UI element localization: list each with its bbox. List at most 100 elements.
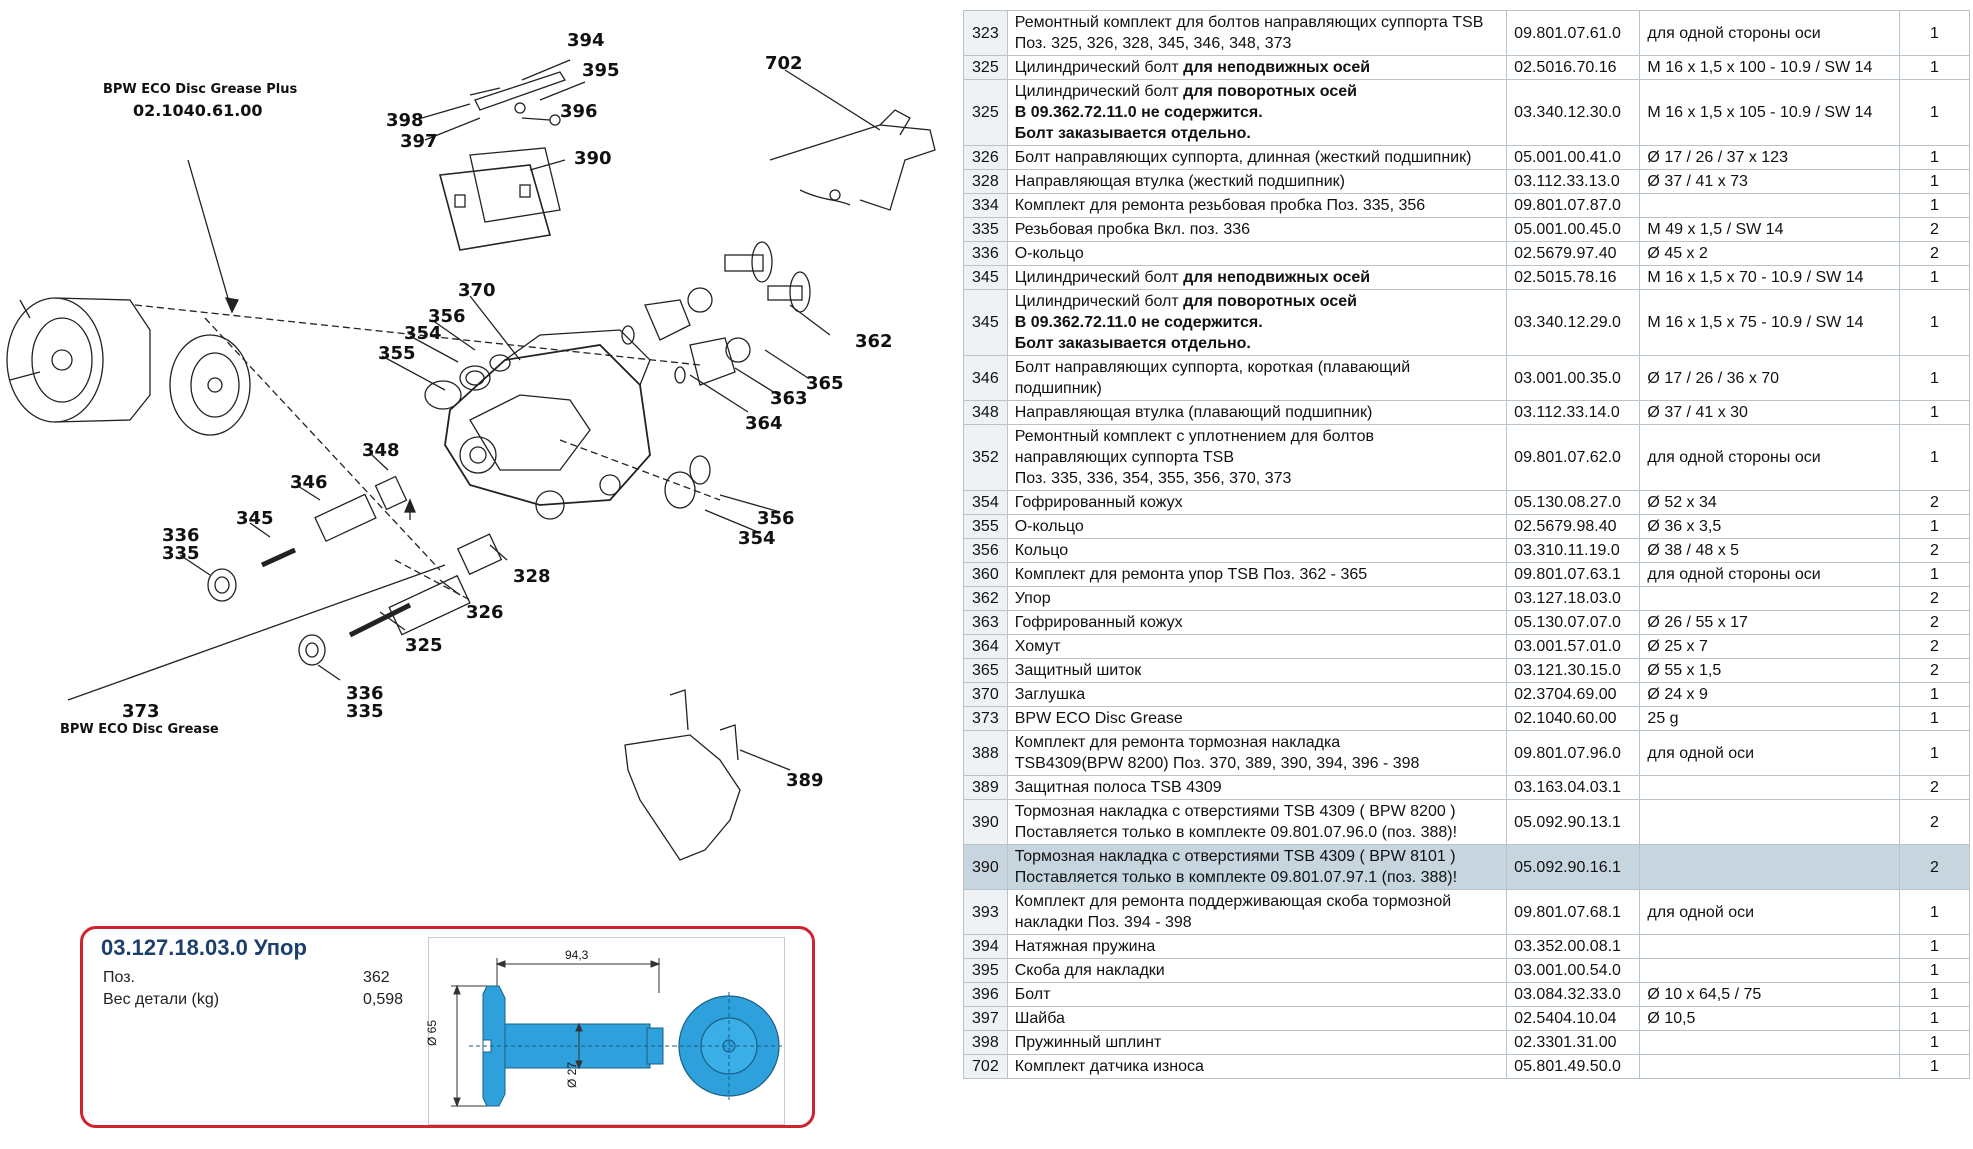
description-text: Гофрированный кожух: [1014, 494, 1183, 511]
description-line: Тормозная накладка с отверстиями TSB 430…: [1015, 801, 1499, 822]
row-part-number: 09.801.07.87.0: [1506, 193, 1641, 218]
description-line: Комплект для ремонта тормозная накладка: [1015, 732, 1499, 753]
row-position: 388: [963, 730, 1008, 776]
row-quantity: 2: [1898, 610, 1971, 635]
callout-373: 373: [122, 701, 160, 722]
row-dimensions: M 16 x 1,5 x 70 - 10.9 / SW 14: [1639, 265, 1900, 290]
row-part-number: 03.163.04.03.1: [1506, 775, 1641, 800]
description-text: Комплект датчика износа: [1014, 1058, 1204, 1075]
description-line: Поставляется только в комплекте 09.801.0…: [1015, 867, 1499, 888]
table-row[interactable]: 388 Комплект для ремонта тормозная наклад…: [963, 730, 1971, 776]
description-line: Скоба для накладки: [1015, 960, 1499, 981]
description-line: BPW ECO Disc Grease: [1015, 708, 1499, 729]
row-quantity: 1: [1898, 730, 1971, 776]
description-text: Цилиндрический болт: [1014, 83, 1184, 100]
callout-354-top: 354: [404, 323, 442, 344]
row-part-number: 03.127.18.03.0: [1506, 586, 1641, 611]
row-quantity: 1: [1898, 934, 1971, 959]
row-quantity: 2: [1898, 775, 1971, 800]
row-part-number: 05.001.00.45.0: [1506, 217, 1641, 242]
row-description: Комплект для ремонта резьбовая пробка По…: [1006, 193, 1508, 218]
description-text: Направляющая втулка (жесткий подшипник): [1014, 173, 1345, 190]
callout-397: 397: [400, 131, 438, 152]
row-part-number: 02.5015.78.16: [1506, 265, 1641, 290]
row-dimensions: Ø 10 x 64,5 / 75: [1639, 982, 1900, 1007]
description-text: Ремонтный комплект с уплотнением для бол…: [1014, 428, 1375, 445]
row-quantity: 1: [1898, 706, 1971, 731]
row-quantity: 1: [1898, 982, 1971, 1007]
table-row[interactable]: 352 Ремонтный комплект с уплотнением для …: [963, 424, 1971, 491]
callout-395: 395: [582, 60, 620, 81]
description-line: Кольцо: [1015, 540, 1499, 561]
row-dimensions: для одной стороны оси: [1639, 10, 1900, 56]
description-line: Шайба: [1015, 1008, 1499, 1029]
row-description: Заглушка: [1006, 682, 1508, 707]
row-position: 365: [963, 658, 1008, 683]
row-quantity: 1: [1898, 1006, 1971, 1031]
row-quantity: 1: [1898, 265, 1971, 290]
callout-396: 396: [560, 101, 598, 122]
row-quantity: 1: [1898, 55, 1971, 80]
description-line: Болт: [1015, 984, 1499, 1005]
row-part-number: 03.001.00.35.0: [1506, 355, 1641, 401]
row-dimensions: [1639, 193, 1900, 218]
description-text: Поставляется только в комплекте 09.801.0…: [1014, 824, 1458, 841]
description-text: Болт направляющих суппорта, короткая (пл…: [1014, 359, 1411, 376]
row-dimensions: Ø 17 / 26 / 37 x 123: [1639, 145, 1900, 170]
row-description: Направляющая втулка (жесткий подшипник): [1006, 169, 1508, 194]
description-text: Резьбовая пробка Вкл. поз. 336: [1014, 221, 1251, 238]
row-quantity: 1: [1898, 889, 1971, 935]
row-position: 363: [963, 610, 1008, 635]
description-emphasis: для поворотных осей: [1183, 83, 1357, 100]
row-part-number: 05.130.08.27.0: [1506, 490, 1641, 515]
row-part-number: 02.3301.31.00: [1506, 1030, 1641, 1055]
description-text: Тормозная накладка с отверстиями TSB 430…: [1014, 803, 1456, 820]
description-line: Защитный шиток: [1015, 660, 1499, 681]
description-line: Упор: [1015, 588, 1499, 609]
row-position: 323: [963, 10, 1008, 56]
callout-398: 398: [386, 110, 424, 131]
row-description: Защитный шиток: [1006, 658, 1508, 683]
description-line: Комплект для ремонта резьбовая пробка По…: [1015, 195, 1499, 216]
description-text: Комплект для ремонта поддерживающая скоб…: [1014, 893, 1452, 910]
description-text: Защитная полоса TSB 4309: [1014, 779, 1222, 796]
description-text: Комплект для ремонта тормозная накладка: [1014, 734, 1341, 751]
row-position: 352: [963, 424, 1008, 491]
row-dimensions: Ø 26 / 55 x 17: [1639, 610, 1900, 635]
